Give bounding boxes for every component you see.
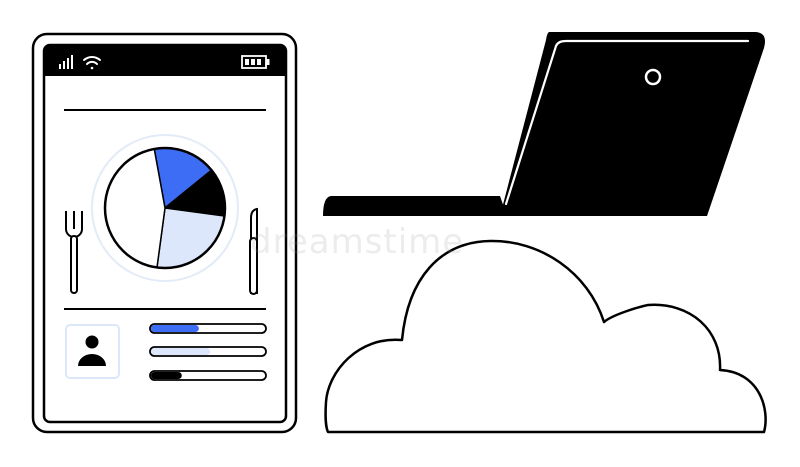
progress-bar xyxy=(149,370,267,381)
progress-fill xyxy=(151,348,211,355)
phone-status-bar xyxy=(44,45,286,76)
knife-icon xyxy=(249,207,258,295)
progress-fill xyxy=(151,325,199,332)
laptop-icon xyxy=(323,32,765,216)
laptop-lid xyxy=(500,32,765,216)
battery-icon xyxy=(241,55,270,69)
phone xyxy=(31,32,298,434)
profile-card xyxy=(65,324,120,379)
progress-bars xyxy=(149,323,267,381)
fork-icon xyxy=(65,211,83,294)
progress-fill xyxy=(151,372,182,379)
signal-icon xyxy=(59,55,73,69)
progress-bar xyxy=(149,323,267,334)
laptop-base xyxy=(323,196,507,216)
laptop-lid-highlight xyxy=(504,39,750,206)
camera-icon xyxy=(644,68,662,86)
cloud-icon xyxy=(324,239,767,434)
pie-outline xyxy=(103,146,227,270)
user-icon xyxy=(78,335,106,366)
progress-bar xyxy=(149,346,267,357)
wifi-icon xyxy=(83,56,101,70)
